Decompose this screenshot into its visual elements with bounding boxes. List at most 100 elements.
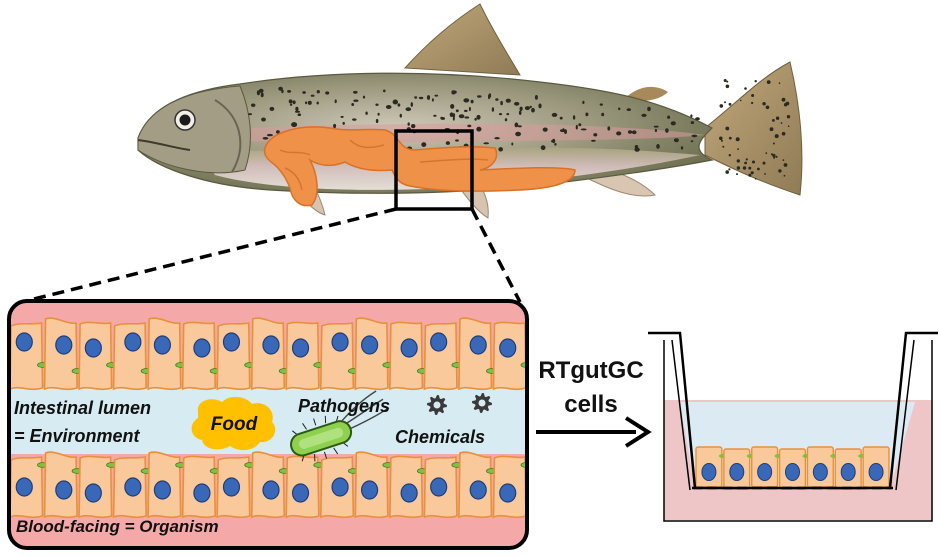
panel-border xyxy=(7,299,529,550)
zoom-region-box xyxy=(394,129,474,211)
fish-spot xyxy=(744,87,747,90)
cell-nucleus xyxy=(729,463,745,481)
fish-spot xyxy=(500,100,503,106)
fish-spot xyxy=(721,139,723,142)
fish-spot xyxy=(333,123,337,129)
fish-spot xyxy=(778,82,781,84)
fish-spot xyxy=(288,99,293,104)
fish-spot xyxy=(772,153,776,158)
trout-illustration xyxy=(137,3,803,219)
fish-spot xyxy=(340,115,344,118)
fish-spot xyxy=(455,139,459,142)
fish-spot xyxy=(690,140,694,143)
tail-fin xyxy=(704,61,803,196)
fish-spot xyxy=(726,80,729,83)
fish-spot xyxy=(616,131,622,136)
fish-spot xyxy=(754,80,757,83)
fish-head xyxy=(137,85,251,174)
fish-spot xyxy=(334,99,337,104)
fish-spot xyxy=(742,166,747,170)
fish-spot xyxy=(470,99,474,104)
fish-spot xyxy=(572,115,576,120)
fish-spot xyxy=(725,84,730,89)
arrow-to-culture xyxy=(536,416,652,448)
fish-spot xyxy=(491,107,495,112)
fish-spot xyxy=(353,90,358,94)
blood-facing-label: Blood-facing = Organism xyxy=(16,517,219,536)
fish-spot xyxy=(593,133,598,137)
fish-spot xyxy=(498,147,504,152)
fish-spot xyxy=(476,126,482,132)
fish-spot xyxy=(269,106,275,111)
cell-nucleus xyxy=(785,463,800,481)
fish-spot xyxy=(745,158,748,161)
culture-monolayer xyxy=(695,446,890,490)
fish-spot xyxy=(725,170,729,174)
fish-spot xyxy=(514,101,520,106)
cell-nucleus xyxy=(469,480,487,500)
bacterium-pili xyxy=(292,415,349,462)
cell-nucleus xyxy=(361,335,379,355)
chemicals-label: Chemicals xyxy=(395,427,485,447)
fish-spot xyxy=(407,122,410,126)
fish-spot xyxy=(739,99,742,102)
cell-nucleus xyxy=(262,335,280,355)
cell-nucleus xyxy=(430,477,448,497)
fish-spot xyxy=(770,153,774,156)
fish-spot xyxy=(362,95,366,99)
cell-nucleus xyxy=(840,463,856,481)
epithelial-cell xyxy=(319,321,355,391)
cell-nucleus xyxy=(262,480,280,500)
fish-spot xyxy=(585,112,589,117)
fish-spot xyxy=(719,136,723,141)
fish-spot xyxy=(765,152,768,155)
fish-spot xyxy=(463,98,470,103)
transwell-insert-outer xyxy=(671,339,915,491)
chemical-gear-icon xyxy=(472,393,492,413)
fish-spot xyxy=(352,118,357,121)
fish-spot xyxy=(310,94,315,97)
fish-spot xyxy=(559,129,566,133)
zoom-lines xyxy=(21,207,522,304)
fish-spot xyxy=(258,88,264,93)
fish-spot xyxy=(266,133,273,137)
fish-spot xyxy=(728,136,732,140)
fish-spot xyxy=(392,99,398,105)
fish-spot xyxy=(289,103,293,106)
fish-spot xyxy=(450,104,455,109)
cell-nucleus xyxy=(499,338,517,358)
fish-spot xyxy=(736,173,738,176)
fish-spot xyxy=(397,103,401,107)
fish-spot xyxy=(780,122,783,124)
cell-nucleus xyxy=(701,463,717,481)
fish-spot xyxy=(411,124,416,129)
fish-spot xyxy=(261,117,266,122)
fish-spot xyxy=(591,139,596,142)
fish-spot xyxy=(695,117,700,121)
bacterium-icon xyxy=(290,390,390,462)
fish-spot xyxy=(750,171,754,175)
fish-spot xyxy=(433,114,437,117)
food-label: Food xyxy=(211,414,258,435)
fish-spot xyxy=(316,101,319,105)
fish-spot xyxy=(725,126,730,131)
fish-spot xyxy=(385,105,392,109)
fish-spot xyxy=(762,161,766,165)
fish-spot xyxy=(736,159,740,163)
cell-nucleus xyxy=(193,483,211,503)
fish-spot xyxy=(256,90,260,96)
fish-spot xyxy=(665,128,669,133)
mouth xyxy=(137,139,191,151)
fish-spot xyxy=(670,121,676,126)
fish-spot xyxy=(251,103,256,107)
fish-spot xyxy=(519,106,523,112)
transwell-insert xyxy=(648,331,938,490)
fish-spot xyxy=(534,95,538,100)
fish-spot xyxy=(476,114,481,120)
fish-spot xyxy=(445,141,450,145)
cell-nucleus xyxy=(757,463,773,481)
cell-line-label-line2: cells xyxy=(564,391,617,418)
fish-spot xyxy=(783,103,788,107)
fish-spot xyxy=(773,156,776,159)
fish-spot xyxy=(248,113,253,116)
